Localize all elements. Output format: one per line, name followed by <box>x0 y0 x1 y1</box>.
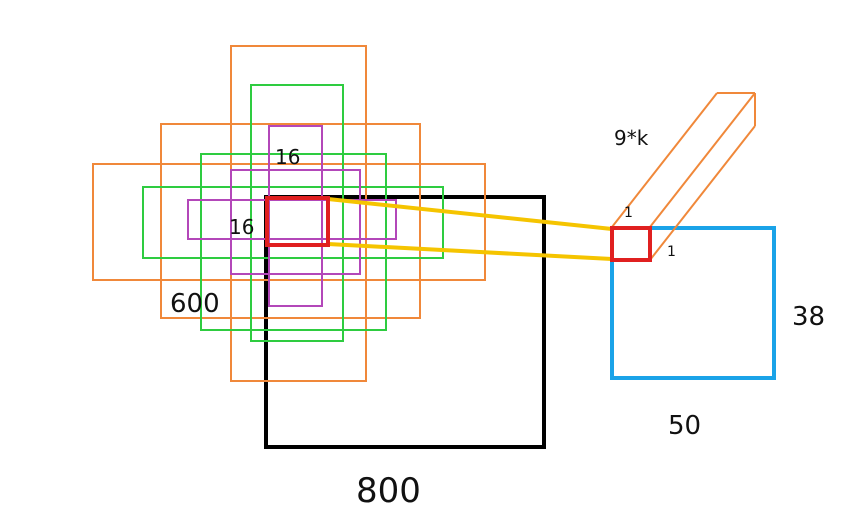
label-kernel-width: 16 <box>275 145 300 169</box>
feature-map-box <box>610 226 776 380</box>
label-kernel-height: 16 <box>229 215 254 239</box>
anchor-large-square <box>160 123 421 319</box>
input-image-box <box>264 195 546 449</box>
label-depth: 9*k <box>614 126 649 150</box>
label-feature-height: 38 <box>792 302 825 332</box>
label-feature-width: 50 <box>668 411 701 441</box>
label-cell-width: 1 <box>624 205 633 221</box>
anchor-small-wide <box>187 199 397 240</box>
anchor-medium-tall <box>250 84 344 342</box>
sliding-window-cell <box>265 196 330 247</box>
projection-line-bottom <box>327 242 613 261</box>
anchor-small-square <box>230 169 361 275</box>
label-image-width: 800 <box>356 471 421 511</box>
label-image-height: 600 <box>170 289 220 319</box>
anchor-large-wide <box>92 163 486 281</box>
projection-line-top <box>327 197 613 231</box>
feature-map-cell <box>610 226 652 262</box>
label-cell-height: 1 <box>667 244 676 260</box>
output-prism <box>611 92 756 261</box>
anchor-medium-square <box>200 153 387 331</box>
anchor-medium-wide <box>142 186 444 259</box>
